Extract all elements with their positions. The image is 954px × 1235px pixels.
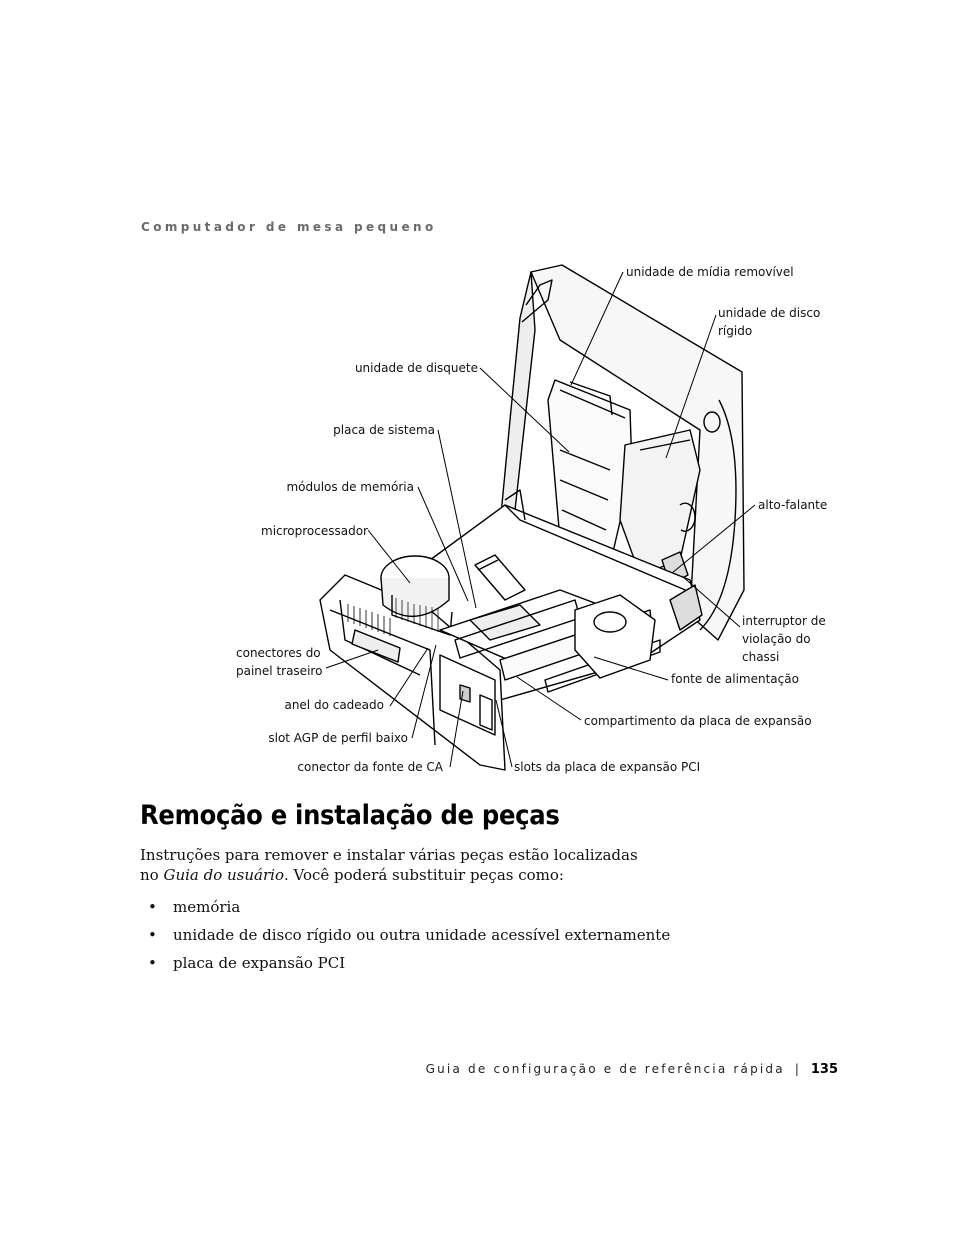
page-footer: Guia de configuração e de referência ráp… — [426, 1062, 838, 1077]
list-item: placa de expansão PCI — [140, 953, 670, 981]
label-hard-drive-line1: unidade de disco — [718, 306, 820, 320]
label-intrusion-switch-line1: interruptor de — [742, 614, 826, 628]
label-hard-drive-line2: rígido — [718, 324, 752, 338]
footer-title: Guia de configuração e de referência ráp… — [425, 1062, 785, 1076]
list-item: unidade de disco rígido ou outra unidade… — [140, 925, 670, 953]
page-heading: Remoção e instalação de peças — [140, 800, 560, 831]
leader-lines — [325, 271, 756, 768]
intro-text-part2: . Você poderá substituir peças como: — [283, 866, 564, 884]
label-back-panel-connectors-line2: painel traseiro — [236, 664, 322, 678]
label-system-board: placa de sistema — [333, 423, 435, 437]
label-power-supply: fonte de alimentação — [671, 672, 799, 686]
label-intrusion-switch-line2: violação do — [742, 632, 811, 646]
label-pci-slots: slots da placa de expansão PCI — [514, 760, 700, 774]
intro-text-part1: Instruções para remover e instalar vária… — [140, 846, 638, 884]
label-speaker: alto-falante — [758, 498, 827, 512]
list-item: memória — [140, 897, 670, 925]
callout-labels: unidade de mídia removível unidade de di… — [236, 265, 827, 774]
label-ac-power-connector: conector da fonte de CA — [297, 760, 443, 774]
intro-paragraph: Instruções para remover e instalar vária… — [140, 845, 640, 885]
footer-separator: | — [794, 1062, 799, 1076]
label-intrusion-switch-line3: chassi — [742, 650, 779, 664]
label-floppy-drive: unidade de disquete — [355, 361, 478, 375]
section-header: Computador de mesa pequeno — [141, 220, 437, 234]
label-microprocessor: microprocessador — [261, 524, 368, 538]
parts-list: memória unidade de disco rígido ou outra… — [140, 897, 670, 981]
page-number: 135 — [810, 1062, 838, 1077]
computer-drawing — [319, 264, 745, 771]
label-agp-slot: slot AGP de perfil baixo — [268, 731, 408, 745]
label-memory-modules: módulos de memória — [286, 480, 414, 494]
label-back-panel-connectors-line1: conectores do — [236, 646, 321, 660]
guide-title: Guia do usuário — [163, 866, 284, 884]
label-padlock-ring: anel do cadeado — [284, 698, 384, 712]
label-removable-media-drive: unidade de mídia removível — [626, 265, 794, 279]
label-card-cage: compartimento da placa de expansão — [584, 714, 812, 728]
